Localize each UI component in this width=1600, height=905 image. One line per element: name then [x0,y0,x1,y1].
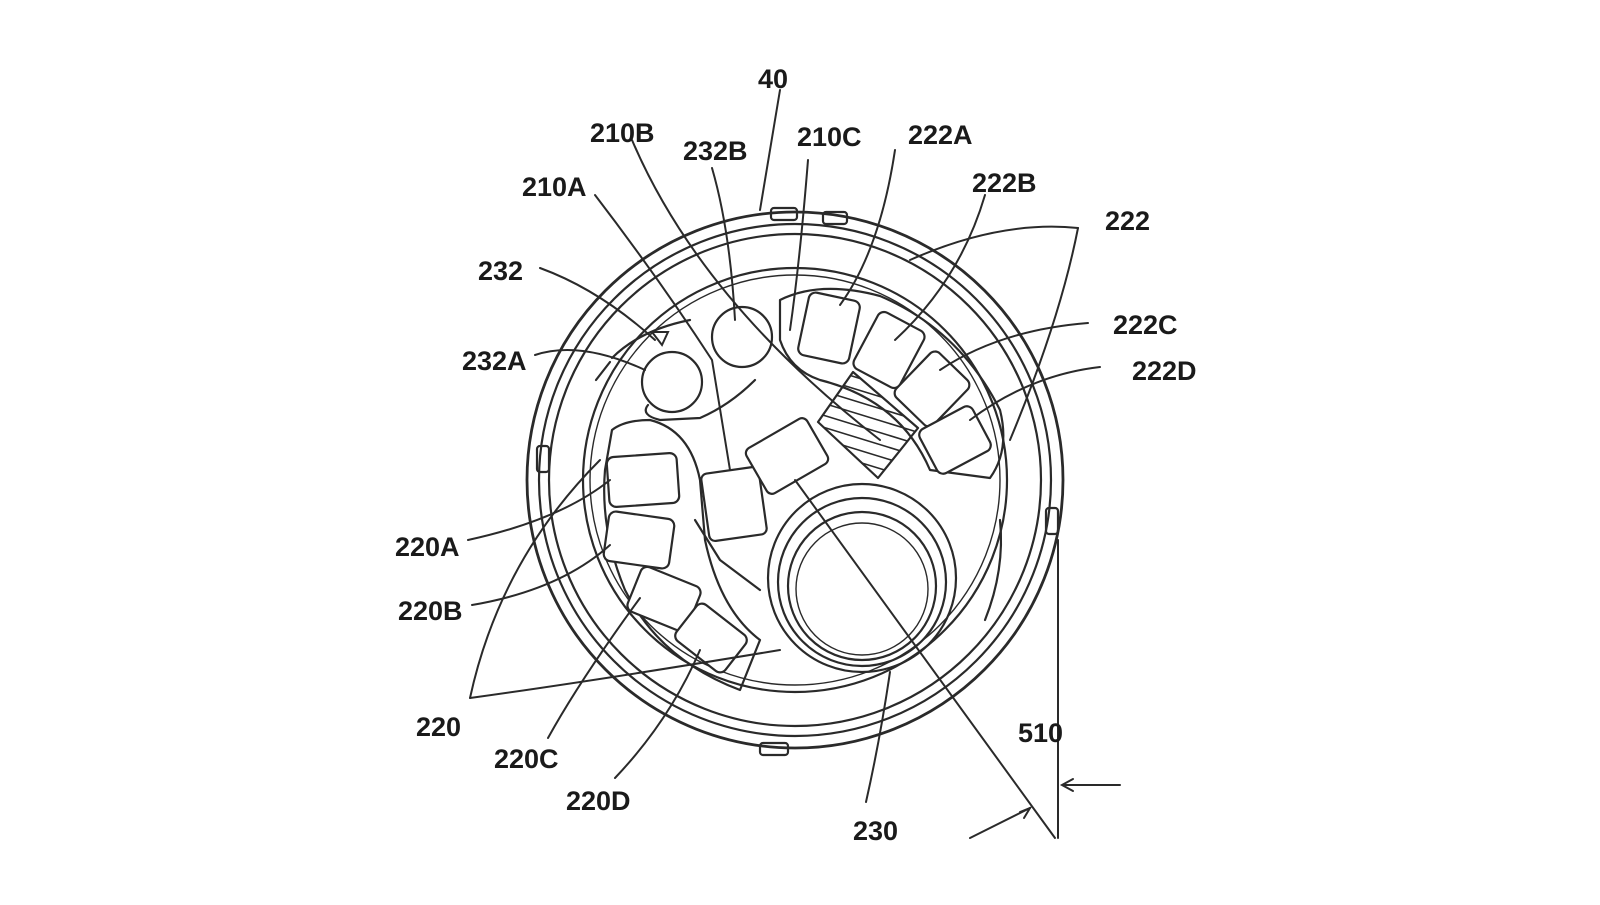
label-220a: 220A [395,532,460,562]
label-510: 510 [1018,718,1063,748]
inner-frame [581,266,1009,694]
label-40: 40 [758,64,788,94]
label-232b: 232B [683,136,748,166]
label-222a: 222A [908,120,973,150]
label-232a: 232A [462,346,527,376]
label-232: 232 [478,256,523,286]
camera-230 [766,482,958,674]
light-group-220 [602,418,762,692]
label-230: 230 [853,816,898,846]
label-210c: 210C [797,122,862,152]
label-220: 220 [416,712,461,742]
label-222: 222 [1105,206,1150,236]
label-222b: 222B [972,168,1037,198]
label-220b: 220B [398,596,463,626]
label-210b: 210B [590,118,655,148]
nozzles-232 [640,305,774,422]
leader-lines [467,89,1121,839]
label-220c: 220C [494,744,559,774]
channel-blocks-210 [693,417,830,592]
reference-labels: 40 210B 232B 210C 222A 210A 222B 222 232… [395,64,1197,846]
label-210a: 210A [522,172,587,202]
label-222c: 222C [1113,310,1178,340]
label-222d: 222D [1132,356,1197,386]
outer-housing [525,206,1065,757]
label-220d: 220D [566,786,631,816]
light-group-222 [778,287,1005,480]
